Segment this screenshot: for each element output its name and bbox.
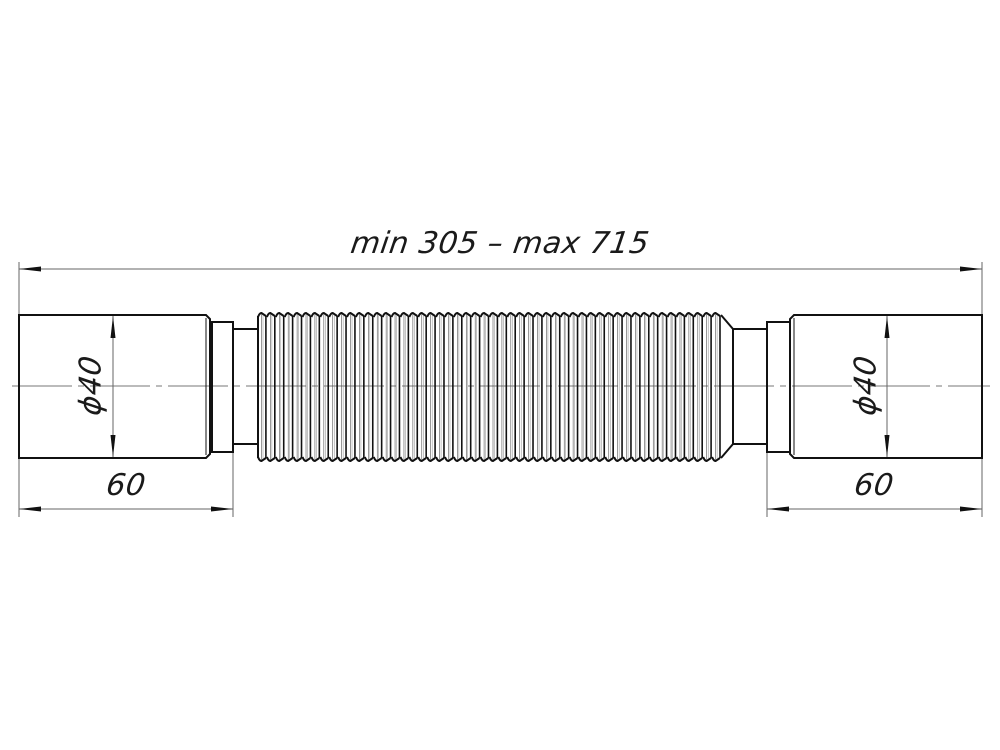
corrugation-taper <box>720 314 734 459</box>
left-length-label: 60 <box>103 468 149 503</box>
corrugated-hose <box>257 311 721 463</box>
right-socket <box>732 314 983 459</box>
right-length-label: 60 <box>851 468 897 503</box>
left-diameter-label: ϕ40 <box>73 353 109 418</box>
overall-length-label: min 305 – max 715 <box>348 226 652 261</box>
right-diameter-label: ϕ40 <box>848 353 884 418</box>
